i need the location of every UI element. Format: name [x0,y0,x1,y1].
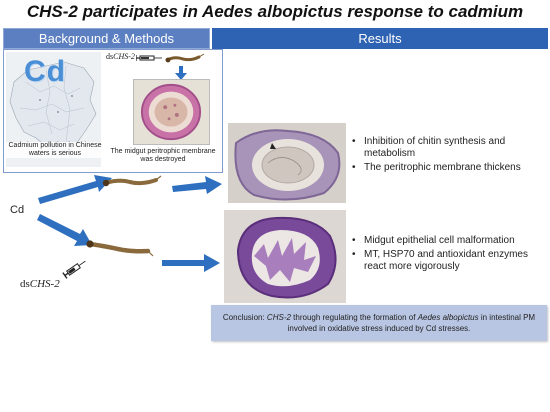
arrow-cd-to-larva1 [38,175,112,204]
conclusion-gene: CHS-2 [266,313,291,322]
arrow-larva2-to-histo2 [162,254,220,272]
title-gene: CHS-2 [26,2,78,21]
bullet-dot: • [352,249,356,260]
histology-image-cd [228,123,346,203]
bullet-dot: • [352,162,356,173]
dsrna-label-bottom: dsCHS-2 [20,278,60,290]
peritrophic-membrane-micrograph [133,79,210,145]
page-title: CHS-2 participates in Aedes albopictus r… [0,2,550,22]
conclusion-box: Conclusion: CHS-2 through regulating the… [211,305,547,341]
title-species: Aedes albopictus [201,2,343,21]
syringe-icon [136,55,162,61]
title-text-2: response to cadmium [342,2,524,21]
result-text: MT, HSP70 and antioxidant enzymes react … [364,249,528,272]
mosquito-larva-dschs2 [86,240,154,257]
ds-gene: CHS-2 [113,52,135,61]
result-item: • MT, HSP70 and antioxidant enzymes react… [352,249,547,273]
conclusion-mid: through regulating the formation of [290,313,418,322]
ds-prefix: ds [106,52,114,61]
results-group-2: • Midgut epithelial cell malformation • MT… [352,235,547,275]
title-text-1: participates in [77,2,202,21]
micrograph-caption: The midgut peritrophic membrane was dest… [110,148,216,163]
ds-prefix-bottom: ds [20,278,30,290]
histology-image-dschs2 [224,210,346,303]
arrow-cd-to-larva2 [37,214,92,246]
result-item: • The peritrophic membrane thickens [352,162,547,174]
result-item: • Midgut epithelial cell malformation [352,235,547,247]
map-caption: Cadmium pollution in Chinese waters is s… [5,142,105,158]
background-methods-header: Background & Methods [3,28,210,49]
down-arrow-icon [175,66,187,80]
bullet-dot: • [352,235,356,246]
result-text: Inhibition of chitin synthesis and metab… [364,136,506,159]
conclusion-tail: in intestinal PM involved in oxidative s… [287,313,536,333]
conclusion-species: Aedes albopictus [417,313,479,322]
cadmium-symbol: Cd [24,55,66,88]
mosquito-larva-cd [102,175,162,187]
conclusion-lead: Conclusion: [222,313,267,322]
ds-gene-bottom: CHS-2 [29,278,60,290]
cadmium-label: Cd [10,204,25,216]
results-header: Results [212,28,548,49]
arrow-larva1-to-histo1 [172,176,222,194]
bullet-dot: • [352,136,356,147]
results-group-1: • Inhibition of chitin synthesis and meta… [352,136,547,176]
result-text: The peritrophic membrane thickens [364,162,521,173]
result-text: Midgut epithelial cell malformation [364,235,515,246]
result-item: • Inhibition of chitin synthesis and meta… [352,136,547,160]
dsrna-label-top: dsCHS-2 [106,52,135,61]
mosquito-larva-icon [165,53,205,63]
syringe-icon-bottom [62,260,86,279]
conclusion-text: Conclusion: CHS-2 through regulating the… [221,312,537,334]
